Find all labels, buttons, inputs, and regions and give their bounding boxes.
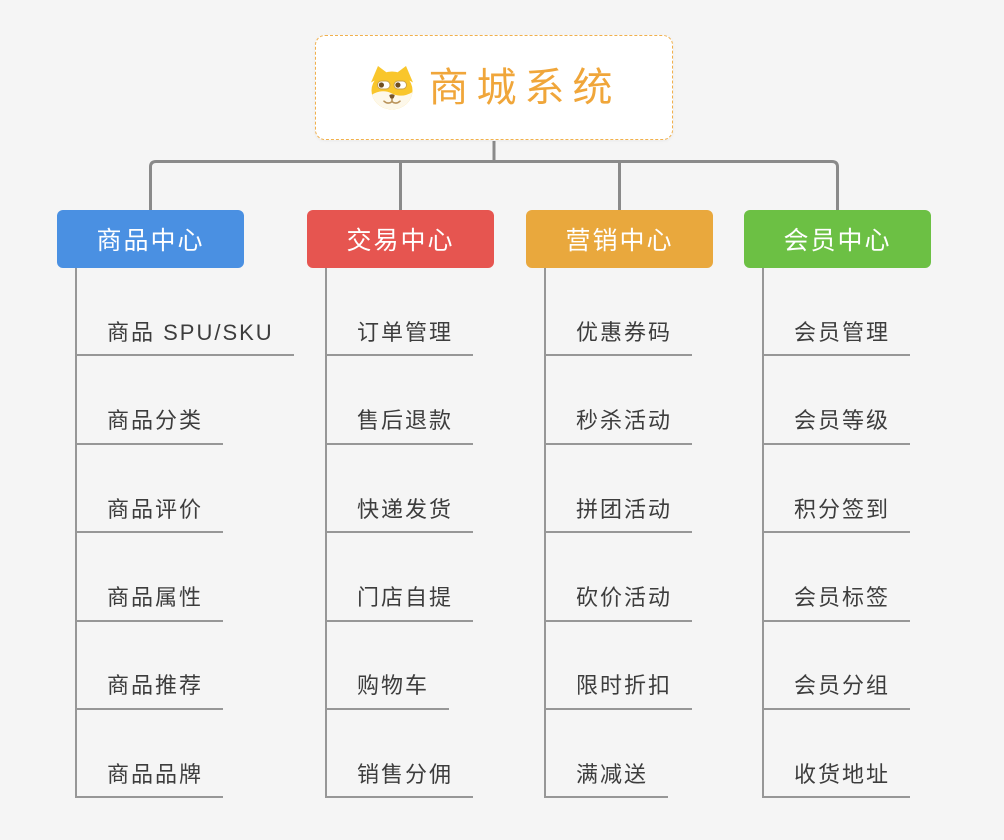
- node-item-label: 订单管理: [327, 319, 474, 357]
- node-item-label: 快递发货: [327, 496, 474, 534]
- dog-face-icon: [370, 66, 413, 110]
- node-item[interactable]: 会员标签: [764, 533, 931, 622]
- node-item-label: 商品品牌: [77, 761, 224, 799]
- node-item[interactable]: 售后退款: [327, 356, 494, 445]
- node-item[interactable]: 门店自提: [327, 533, 494, 622]
- node-item-label: 商品属性: [77, 584, 224, 622]
- dog-ear-left: [370, 66, 388, 83]
- root-node[interactable]: 商城系统: [315, 35, 673, 140]
- node-item-label: 售后退款: [327, 407, 474, 445]
- node-item[interactable]: 秒杀活动: [546, 356, 713, 445]
- connector-main-rail: [149, 160, 839, 210]
- dog-pupil-right: [394, 82, 400, 88]
- node-item-label: 收货地址: [764, 761, 911, 799]
- branch-header-marketing-center[interactable]: 营销中心: [526, 210, 713, 268]
- node-item[interactable]: 商品推荐: [77, 622, 244, 710]
- branch-product-center: 商品中心 商品 SPU/SKU 商品分类 商品评价 商品属性 商品推荐 商品品牌: [57, 210, 294, 799]
- branch-header-product-center[interactable]: 商品中心: [57, 210, 244, 268]
- branch-marketing-center: 营销中心 优惠券码 秒杀活动 拼团活动 砍价活动 限时折扣 满减送: [526, 210, 713, 799]
- node-item[interactable]: 商品分类: [77, 356, 244, 445]
- node-item[interactable]: 拼团活动: [546, 445, 713, 534]
- node-item-label: 购物车: [327, 672, 450, 710]
- node-item[interactable]: 会员管理: [764, 268, 931, 357]
- root-title: 商城系统: [428, 65, 621, 110]
- connector-group: [149, 141, 839, 210]
- node-item[interactable]: 商品品牌: [77, 710, 244, 799]
- node-item[interactable]: 订单管理: [327, 268, 494, 357]
- node-item[interactable]: 商品 SPU/SKU: [77, 268, 294, 357]
- node-item[interactable]: 商品评价: [77, 445, 244, 534]
- node-item-label: 砍价活动: [546, 584, 693, 622]
- branch-items-marketing-center: 优惠券码 秒杀活动 拼团活动 砍价活动 限时折扣 满减送: [544, 268, 713, 799]
- branch-items-trade-center: 订单管理 售后退款 快递发货 门店自提 购物车 销售分佣: [325, 268, 494, 799]
- node-item-label: 门店自提: [327, 584, 474, 622]
- node-item-label: 积分签到: [764, 496, 911, 534]
- node-item[interactable]: 限时折扣: [546, 622, 713, 710]
- branch-trade-center: 交易中心 订单管理 售后退款 快递发货 门店自提 购物车 销售分佣: [307, 210, 494, 799]
- node-item-label: 商品 SPU/SKU: [77, 319, 294, 357]
- node-item-label: 秒杀活动: [546, 407, 693, 445]
- node-item[interactable]: 收货地址: [764, 710, 931, 799]
- node-item[interactable]: 积分签到: [764, 445, 931, 534]
- branch-member-center: 会员中心 会员管理 会员等级 积分签到 会员标签 会员分组 收货地址: [744, 210, 931, 799]
- node-item[interactable]: 购物车: [327, 622, 494, 710]
- branch-header-trade-center[interactable]: 交易中心: [307, 210, 494, 268]
- dog-nose: [388, 94, 395, 99]
- node-item-label: 商品分类: [77, 407, 224, 445]
- node-item[interactable]: 满减送: [546, 710, 713, 799]
- node-item-label: 会员管理: [764, 319, 911, 357]
- node-item-label: 拼团活动: [546, 496, 693, 534]
- node-item[interactable]: 砍价活动: [546, 533, 713, 622]
- branch-items-member-center: 会员管理 会员等级 积分签到 会员标签 会员分组 收货地址: [762, 268, 931, 799]
- node-item-label: 满减送: [546, 761, 669, 799]
- node-item-label: 销售分佣: [327, 761, 474, 799]
- node-item[interactable]: 销售分佣: [327, 710, 494, 799]
- branch-header-member-center[interactable]: 会员中心: [744, 210, 931, 268]
- node-item[interactable]: 快递发货: [327, 445, 494, 534]
- node-item[interactable]: 商品属性: [77, 533, 244, 622]
- dog-ear-right: [395, 66, 413, 83]
- node-item-label: 会员分组: [764, 672, 911, 710]
- node-item-label: 商品推荐: [77, 672, 224, 710]
- node-item-label: 限时折扣: [546, 672, 693, 710]
- node-item-label: 会员等级: [764, 407, 911, 445]
- node-item[interactable]: 会员分组: [764, 622, 931, 710]
- branch-items-product-center: 商品 SPU/SKU 商品分类 商品评价 商品属性 商品推荐 商品品牌: [75, 268, 294, 799]
- node-item-label: 会员标签: [764, 584, 911, 622]
- dog-mouth: [382, 98, 401, 104]
- node-item[interactable]: 会员等级: [764, 356, 931, 445]
- node-item-label: 商品评价: [77, 496, 224, 534]
- dog-pupil-left: [378, 82, 384, 88]
- node-item[interactable]: 优惠券码: [546, 268, 713, 357]
- node-item-label: 优惠券码: [546, 319, 693, 357]
